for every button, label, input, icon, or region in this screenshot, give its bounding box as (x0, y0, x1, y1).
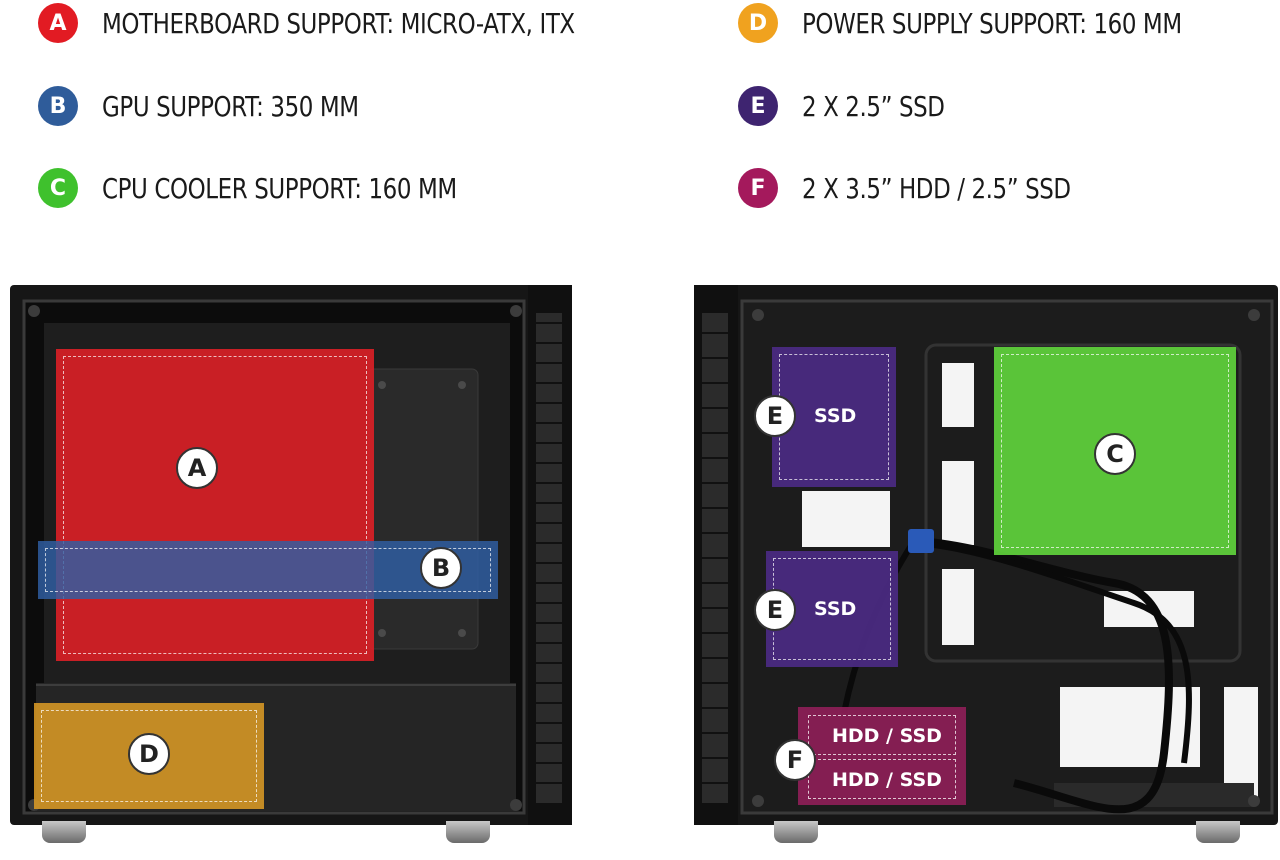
legend-item-c: C CPU COOLER SUPPORT: 160 MM (38, 166, 535, 210)
marker-a: A (176, 447, 218, 489)
marker-d: D (128, 733, 170, 775)
label-ssd-1: SSD (814, 405, 857, 427)
label-hdd-2: HDD / SSD (832, 769, 942, 791)
right-foot-1 (774, 821, 818, 843)
marker-e-1: E (754, 395, 796, 437)
legend-item-a: A MOTHERBOARD SUPPORT: MICRO-ATX, ITX (38, 1, 679, 45)
left-case-image: A B D (10, 283, 572, 843)
legend-item-e: E 2 X 2.5” SSD (738, 84, 976, 128)
right-case-image: SSD SSD HDD / SSD HDD / SSD C E E F (694, 283, 1278, 843)
legend-badge-b: B (38, 86, 78, 126)
left-foot-1 (42, 821, 86, 843)
legend-badge-c: C (38, 168, 78, 208)
legend-item-d: D POWER SUPPLY SUPPORT: 160 MM (738, 1, 1265, 45)
legend-badge-a: A (38, 3, 78, 43)
legend-item-b: B GPU SUPPORT: 350 MM (38, 84, 415, 128)
legend-text-a: MOTHERBOARD SUPPORT: MICRO-ATX, ITX (102, 6, 575, 40)
zone-a-motherboard (56, 349, 374, 661)
right-foot-2 (1196, 821, 1240, 843)
label-ssd-2: SSD (814, 598, 857, 620)
legend-text-f: 2 X 3.5” HDD / 2.5” SSD (802, 171, 1071, 205)
zone-f-hdd (798, 707, 966, 805)
left-foot-2 (446, 821, 490, 843)
marker-e-2: E (754, 589, 796, 631)
legend-badge-d: D (738, 3, 778, 43)
legend-badge-f: F (738, 168, 778, 208)
label-hdd-1: HDD / SSD (832, 725, 942, 747)
marker-b: B (420, 547, 462, 589)
legend-item-f: F 2 X 3.5” HDD / 2.5” SSD (738, 166, 1130, 210)
legend-text-c: CPU COOLER SUPPORT: 160 MM (102, 171, 457, 205)
legend-badge-e: E (738, 86, 778, 126)
marker-c: C (1094, 433, 1136, 475)
legend-text-e: 2 X 2.5” SSD (802, 89, 945, 123)
legend-text-b: GPU SUPPORT: 350 MM (102, 89, 359, 123)
marker-f: F (774, 739, 816, 781)
legend-text-d: POWER SUPPLY SUPPORT: 160 MM (802, 6, 1182, 40)
